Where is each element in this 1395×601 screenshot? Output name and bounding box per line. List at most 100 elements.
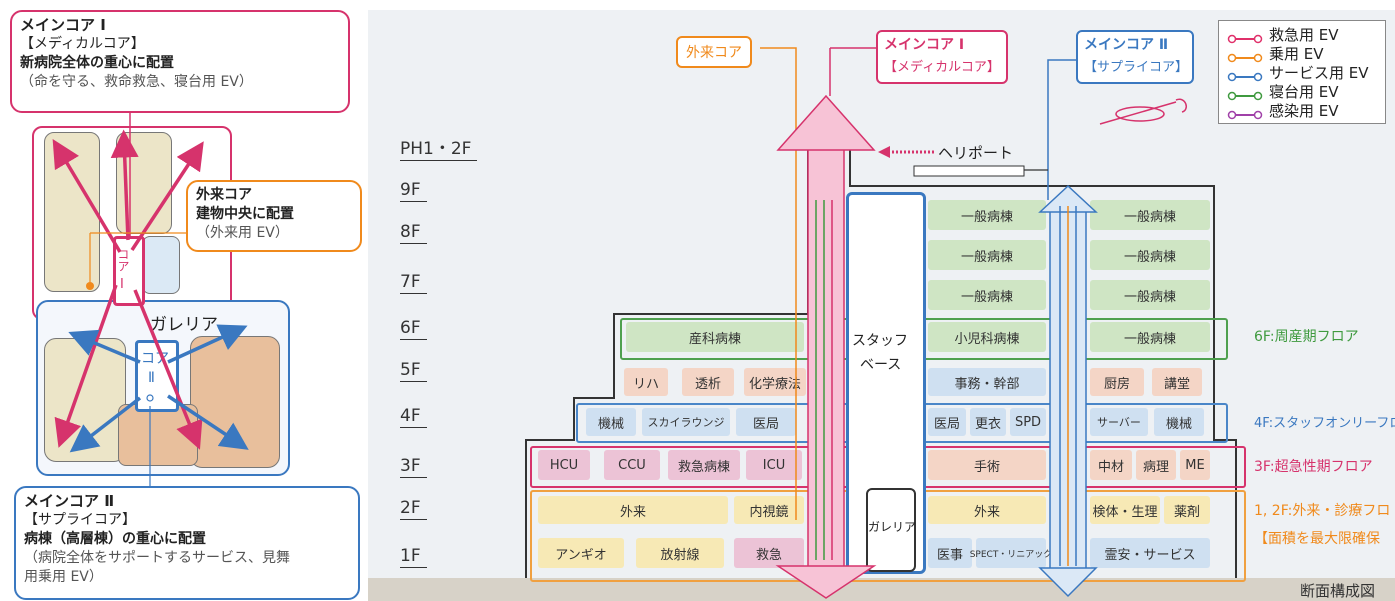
room-icu: ICU (746, 450, 802, 480)
legend-symbol (1227, 49, 1263, 62)
legend-item-kansen: 感染用 EV (1227, 101, 1377, 120)
room-riha: リハ (624, 368, 668, 396)
room-touseki: 透析 (682, 368, 734, 396)
room-9f-a: 一般病棟 (928, 200, 1046, 230)
staff-base-label1: スタッフ (852, 333, 908, 349)
room-yakuzai: 薬剤 (1164, 496, 1210, 524)
core1-title: メインコア Ⅰ (20, 16, 106, 34)
legend: 救急用 EV 乗用 EV サービス用 EV 寝台用 EV 感染用 EV (1218, 20, 1386, 124)
staff-base-label2: ベース (860, 357, 902, 373)
room-iji: 医事 (928, 538, 972, 568)
legend-label: 救急用 EV (1269, 26, 1339, 44)
core1-heading: 新病院全体の重心に配置 (20, 55, 174, 71)
floor-label-4f: 4F (400, 406, 427, 428)
outpatient-title: 外来コア (196, 187, 252, 203)
room-kikai: 機械 (586, 408, 636, 436)
floor-label-3f: 3F (400, 456, 427, 478)
galleria-box (866, 488, 916, 572)
room-hcu: HCU (538, 450, 590, 480)
room-spect: SPECT・リニアック (970, 538, 1052, 568)
room-shoni: 小児科病棟 (928, 322, 1046, 352)
legend-symbol (1227, 30, 1263, 43)
plan-arrows (52, 112, 249, 486)
legend-symbol (1227, 68, 1263, 81)
section-ground (368, 578, 1395, 601)
room-sanka: 産科病棟 (626, 322, 804, 352)
outpatient-core-tag: 外来コア (676, 36, 752, 68)
room-9f-b: 一般病棟 (1090, 200, 1210, 230)
floor-label-2f: 2F (400, 498, 427, 520)
core2-subtitle: 【サプライコア】 (24, 512, 136, 528)
core1-box-num: Ⅰ (120, 277, 124, 292)
room-kentai: 検体・生理 (1090, 496, 1160, 524)
room-chuzai: 中材 (1090, 450, 1132, 480)
core1-box-label: コア (116, 248, 130, 272)
legend-symbol (1227, 106, 1263, 119)
room-kodo: 講堂 (1152, 368, 1202, 396)
note-3f: 3F:超急性期フロア (1254, 459, 1373, 475)
room-jimu: 事務・幹部 (928, 368, 1046, 396)
room-kikai2: 機械 (1154, 408, 1204, 436)
room-reian: 霊安・サービス (1090, 538, 1210, 568)
legend-label: サービス用 EV (1269, 64, 1369, 82)
core1-subtitle: 【メディカルコア】 (20, 36, 145, 52)
floor-label-ph: PH1・2F (400, 134, 478, 161)
core2-note2: 用乗用 EV） (24, 569, 103, 585)
room-chubo: 厨房 (1090, 368, 1144, 396)
note-12f-a: 1, 2F:外来・診療フロ (1254, 503, 1391, 519)
room-8f-b: 一般病棟 (1090, 240, 1210, 270)
room-ikyoku: 医局 (736, 408, 796, 436)
plan-galleria-label: ガレリア (150, 315, 218, 335)
room-kyukyu: 救急 (734, 538, 804, 568)
core2-box-num: Ⅱ (148, 370, 155, 386)
floor-label-5f: 5F (400, 360, 427, 382)
legend-item-kyukyu: 救急用 EV (1227, 25, 1377, 44)
main-core2-tag-title: メインコア Ⅱ (1084, 37, 1169, 53)
core2-title: メインコア Ⅱ (24, 492, 115, 510)
legend-label: 感染用 EV (1269, 102, 1339, 120)
main-core1-tag (876, 30, 1008, 84)
outpatient-heading: 建物中央に配置 (196, 206, 294, 222)
room-gairai2: 外来 (928, 496, 1046, 524)
room-hoshasen: 放射線 (636, 538, 724, 568)
floor-label-9f: 9F (400, 180, 427, 202)
main-core1-tag-title: メインコア Ⅰ (884, 37, 965, 53)
legend-symbol (1227, 87, 1263, 100)
room-ikyoku2: 医局 (928, 408, 966, 436)
legend-item-shindai: 寝台用 EV (1227, 82, 1377, 101)
core1-callout: メインコア Ⅰ 【メディカルコア】 新病院全体の重心に配置 （命を守る、救命救急… (10, 10, 350, 113)
core2-note: （病院全体をサポートするサービス、見舞 (24, 550, 290, 566)
outpatient-note: （外来用 EV） (196, 225, 289, 241)
legend-label: 乗用 EV (1269, 45, 1324, 63)
main-core2-tag-sub: 【サプライコア】 (1084, 60, 1189, 75)
plan-room-mid (142, 236, 180, 294)
room-server: サーバー (1090, 408, 1148, 436)
outpatient-callout: 外来コア 建物中央に配置 （外来用 EV） (186, 180, 362, 252)
room-kyukyu-byoto: 救急病棟 (668, 450, 740, 480)
room-sky: スカイラウンジ (642, 408, 730, 436)
main-core1-tag-sub: 【メディカルコア】 (884, 60, 1000, 75)
floor-label-6f: 6F (400, 318, 427, 340)
room-gairai: 外来 (538, 496, 728, 524)
floor-label-8f: 8F (400, 222, 427, 244)
legend-item-jouyou: 乗用 EV (1227, 44, 1377, 63)
room-koui: 更衣 (970, 408, 1006, 436)
room-me: ME (1180, 450, 1210, 480)
room-spd: SPD (1010, 408, 1046, 436)
legend-item-service: サービス用 EV (1227, 63, 1377, 82)
room-7f-a: 一般病棟 (928, 280, 1046, 310)
main-core2-tag (1076, 30, 1194, 84)
room-shujutsu: 手術 (928, 450, 1046, 480)
room-8f-a: 一般病棟 (928, 240, 1046, 270)
room-6f-b: 一般病棟 (1090, 322, 1210, 352)
room-byouri: 病理 (1136, 450, 1176, 480)
heliport-label: ヘリポート (938, 144, 1014, 162)
room-7f-b: 一般病棟 (1090, 280, 1210, 310)
room-angio: アンギオ (538, 538, 624, 568)
note-6f: 6F:周産期フロア (1254, 329, 1359, 345)
core1-note: （命を守る、救命救急、寝台用 EV） (20, 74, 253, 90)
floor-label-7f: 7F (400, 272, 427, 294)
section-caption: 断面構成図 (1300, 582, 1376, 600)
core2-heading: 病棟（高層棟）の重心に配置 (24, 531, 206, 547)
